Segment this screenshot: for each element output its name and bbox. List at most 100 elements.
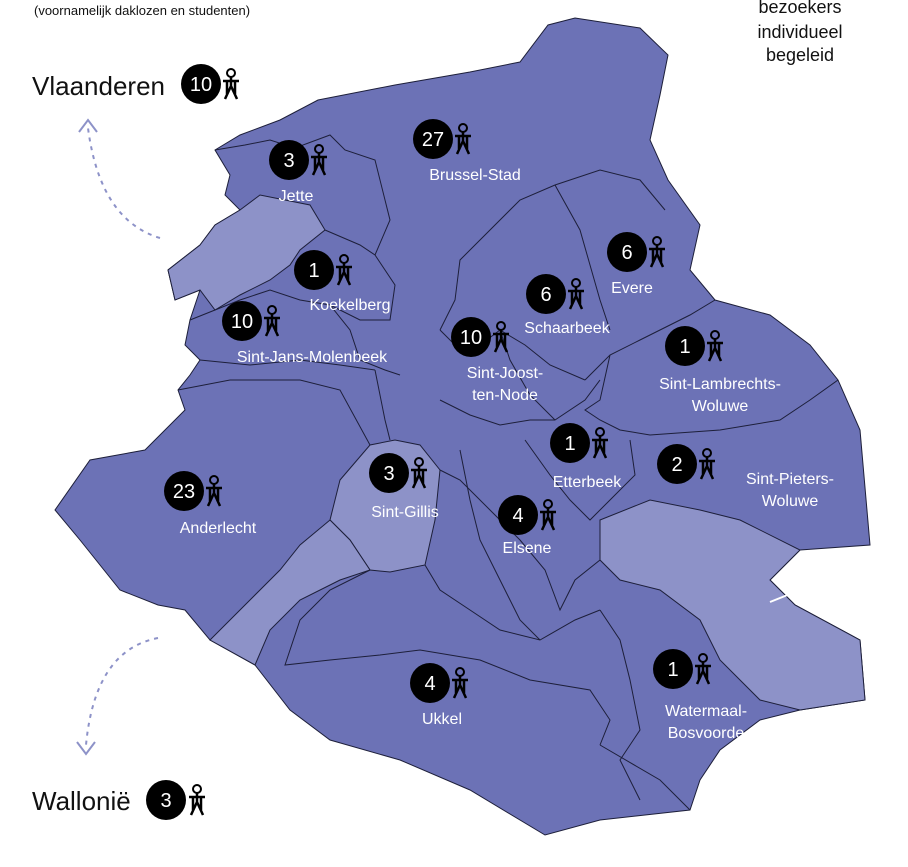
municipality-label: Ukkel [422,711,462,728]
person-icon [493,321,509,353]
count-number: 23 [173,481,195,503]
legend-line-1: bezoekers [758,0,841,17]
vorst-area [209,519,371,666]
count-number: 6 [540,284,551,306]
municipality-markers: 27Brussel-Stad3Jette1Koekelberg10Sint-Ja… [164,119,834,742]
count-number: 1 [564,433,575,455]
person-icon [695,653,711,685]
municipality-borders [177,134,839,811]
municipality-label: Sint-Lambrechts- [659,376,781,393]
vlaanderen-arrow [78,118,161,239]
municipality-label: Elsene [503,540,552,557]
count-number: 27 [422,129,444,151]
count-number: 1 [308,260,319,282]
count-badge [498,495,538,535]
municipality-label: ten-Node [472,387,538,404]
outside-label: Wallonië [32,786,131,816]
count-badge [413,119,453,159]
person-icon [223,68,239,100]
legend-line-2: individueel [757,22,842,42]
outside-wallonie: Wallonië 3 [32,780,205,820]
count-badge [653,649,693,689]
count-number: 3 [383,463,394,485]
count-badge [665,326,705,366]
count-badge [526,274,566,314]
count-badge [269,140,309,180]
person-icon [311,144,327,176]
municipality-label: Schaarbeek [524,320,610,337]
count-badge [369,453,409,493]
person-icon [206,475,222,507]
count-badge [294,250,334,290]
person-icon [189,784,205,816]
municipality-label: Sint-Pieters- [746,471,834,488]
person-icon [649,236,665,268]
count-badge [146,780,186,820]
count-badge [181,64,221,104]
person-icon [452,667,468,699]
outside-vlaanderen: Vlaanderen 10 [32,64,239,104]
count-number: 4 [512,505,523,527]
outside-label: Vlaanderen [32,71,165,101]
municipality-label: Evere [611,280,653,297]
count-number: 10 [231,311,253,333]
count-number: 10 [460,327,482,349]
count-badge [164,471,204,511]
count-badge [607,232,647,272]
person-icon [568,278,584,310]
municipality-label: Brussel-Stad [429,167,521,184]
count-number: 1 [679,336,690,358]
person-icon [336,254,352,286]
top-note: (voornamelijk daklozen en studenten) [34,3,250,18]
count-badge [222,301,262,341]
legend-text: bezoekers individueel begeleid [757,0,842,65]
count-number: 10 [190,74,212,96]
municipality-label: Woluwe [762,493,819,510]
person-icon [707,330,723,362]
count-number: 4 [424,673,435,695]
municipality-label: Watermaal- [665,703,747,720]
person-icon [411,457,427,489]
koekelberg-area [167,194,326,311]
person-icon [592,427,608,459]
person-icon [540,499,556,531]
person-icon [455,123,471,155]
count-number: 1 [667,659,678,681]
canal-mark [769,592,811,603]
municipality-label: Jette [279,188,314,205]
municipality-label: Anderlecht [180,520,257,537]
count-badge [451,317,491,357]
municipality-label: Sint-Jans-Molenbeek [237,349,388,366]
municipality-label: Etterbeek [553,474,622,491]
count-number: 6 [621,242,632,264]
auderghem-area [599,499,866,711]
wallonie-arrow [76,637,159,756]
count-number: 3 [283,150,294,172]
legend-line-3: begeleid [766,45,834,65]
municipality-label: Koekelberg [310,297,391,314]
count-number: 2 [671,454,682,476]
municipality-label: Bosvoorde [668,725,745,742]
person-icon [699,448,715,480]
count-badge [657,444,697,484]
municipality-label: Sint-Joost- [467,365,543,382]
count-badge [550,423,590,463]
count-number: 3 [160,790,171,812]
municipality-label: Woluwe [692,398,749,415]
municipality-label: Sint-Gillis [371,504,439,521]
